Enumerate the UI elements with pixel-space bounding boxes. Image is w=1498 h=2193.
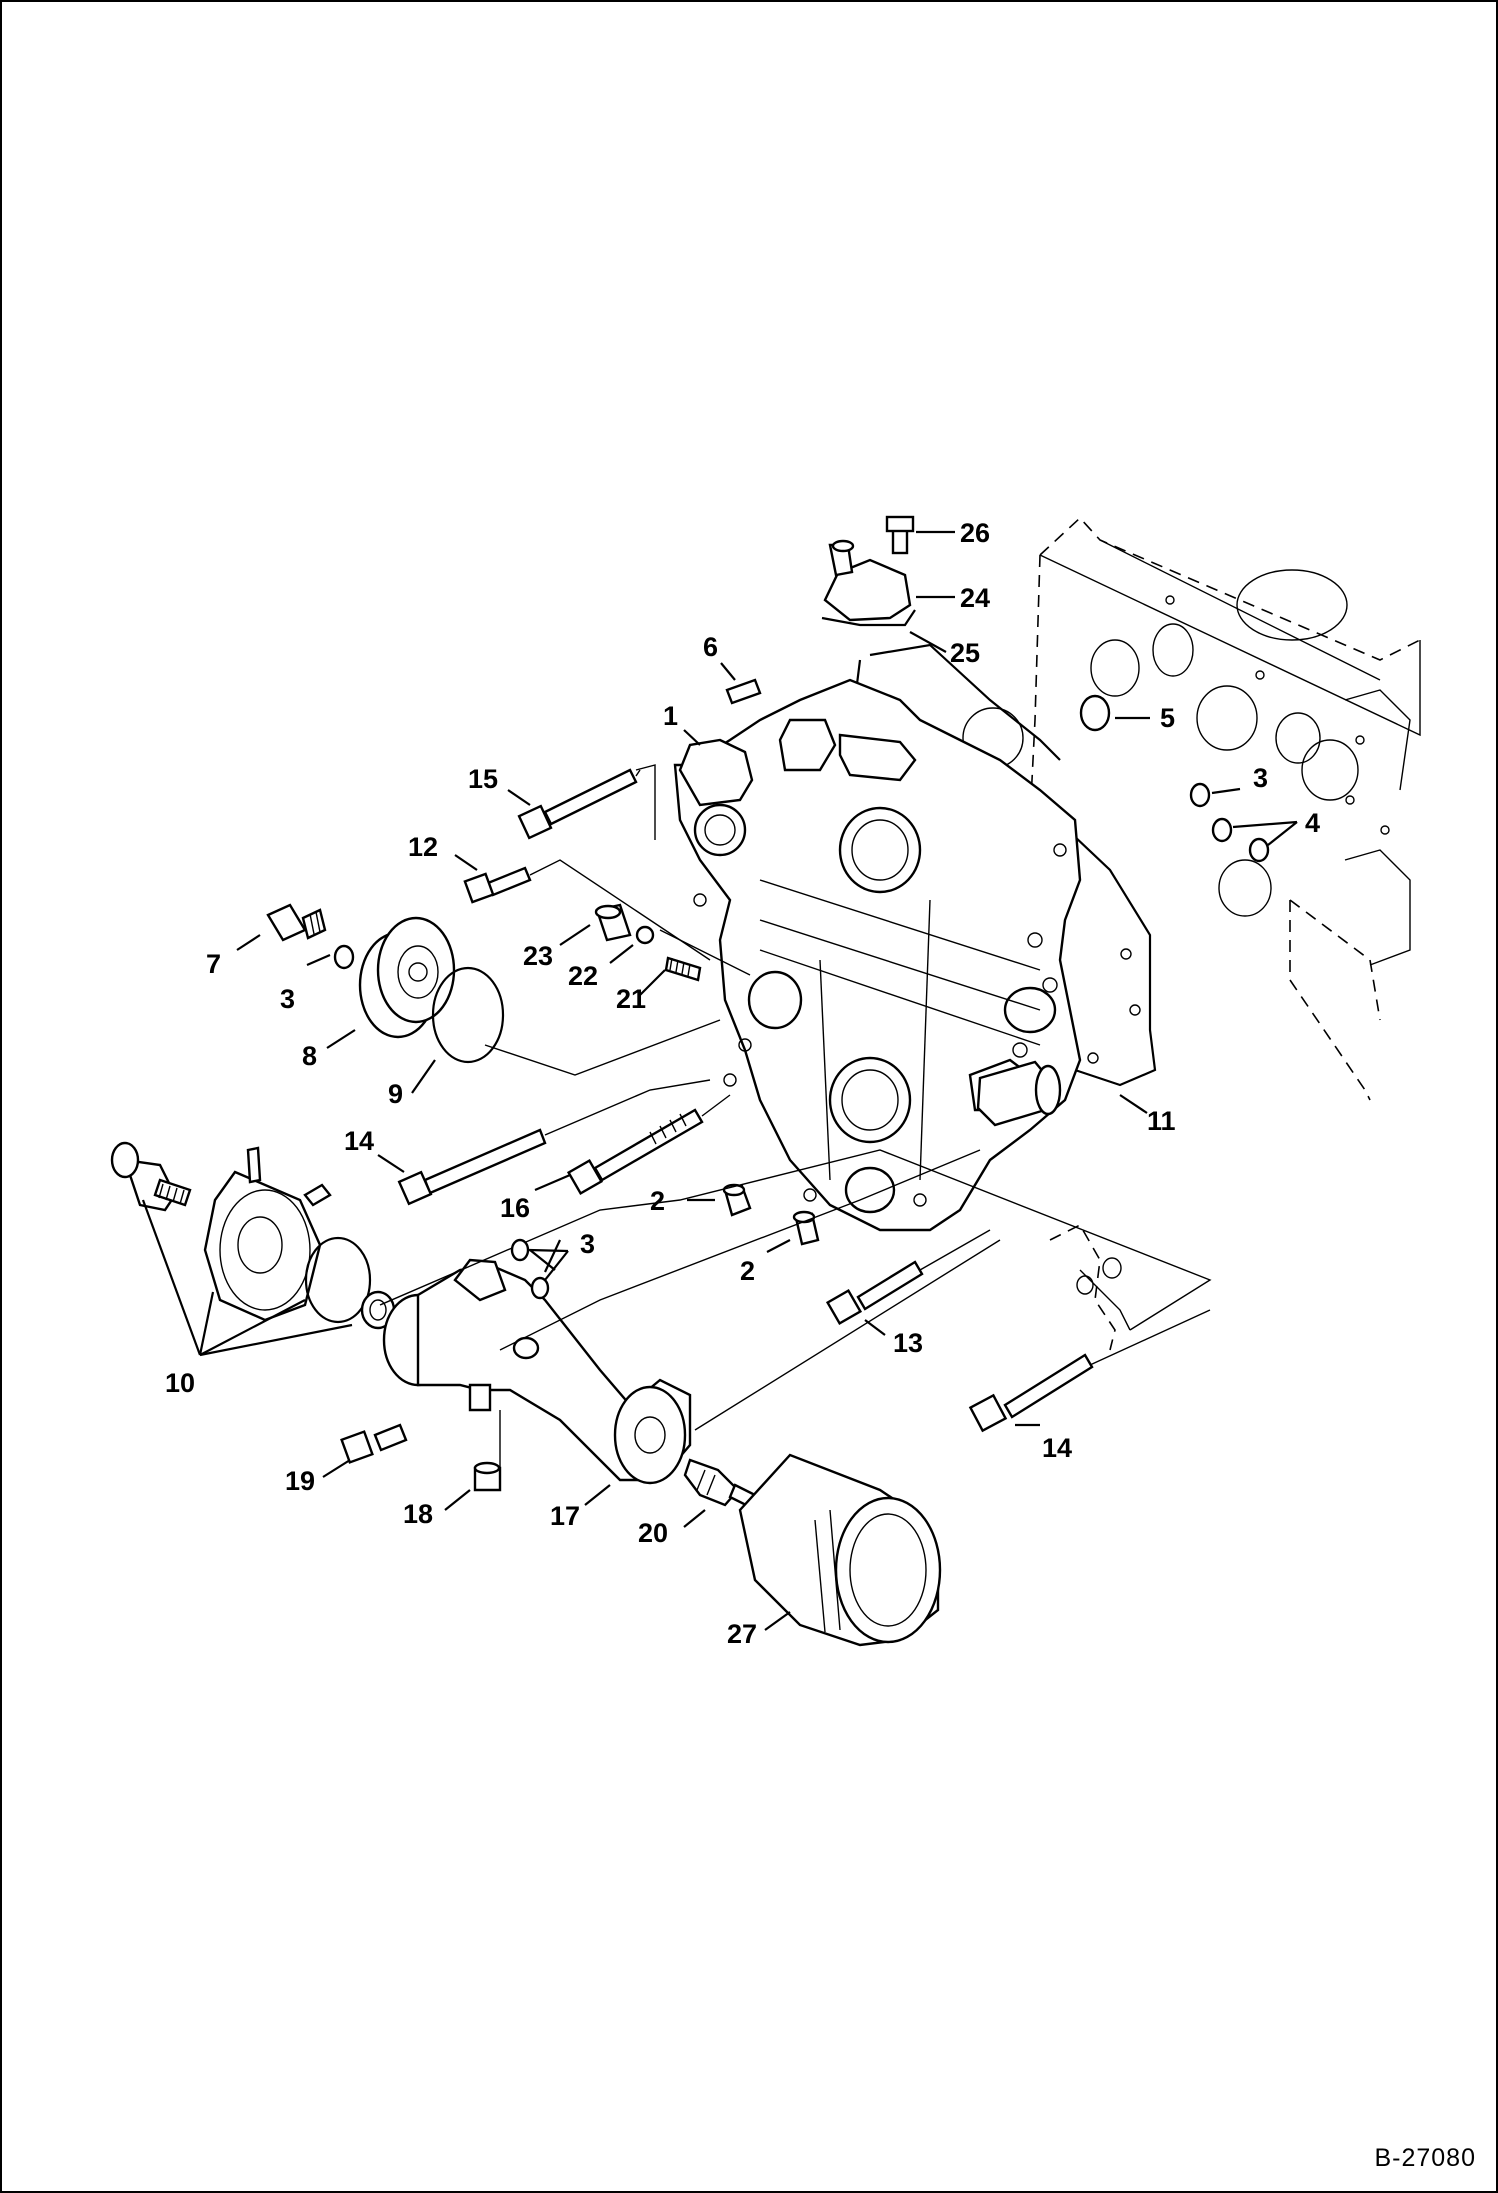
callout-14a: 14 xyxy=(344,1126,374,1156)
parts-21-22-23 xyxy=(594,903,702,982)
gear-case-1 xyxy=(673,678,1082,1232)
callout-11: 11 xyxy=(1147,1106,1176,1136)
part-6-pin xyxy=(725,678,762,705)
callout-7: 7 xyxy=(206,949,221,979)
figure-id: B-27080 xyxy=(1374,2144,1476,2172)
engine-block xyxy=(1029,516,1421,1101)
part-19-bolt xyxy=(340,1423,408,1464)
part-10-oil-cooler xyxy=(110,1141,396,1330)
callout-17: 17 xyxy=(550,1501,580,1531)
part-13-bolt xyxy=(825,1260,924,1326)
callout-12: 12 xyxy=(408,832,438,862)
water-outlet xyxy=(976,1060,1062,1127)
callout-27: 27 xyxy=(727,1619,757,1649)
callout-18: 18 xyxy=(403,1499,433,1529)
part-27-oil-filter xyxy=(738,1453,942,1647)
callout-14b: 14 xyxy=(1042,1433,1072,1463)
part-3-oring-left xyxy=(333,944,355,970)
callout-2a: 2 xyxy=(650,1186,665,1216)
callout-23: 23 xyxy=(523,941,553,971)
callout-21: 21 xyxy=(616,984,646,1014)
callout-16: 16 xyxy=(500,1193,530,1223)
o-rings-right xyxy=(1079,694,1270,863)
part-20-switch xyxy=(683,1458,757,1509)
o-rings-mid xyxy=(510,1238,550,1300)
callout-13: 13 xyxy=(893,1328,923,1358)
callout-4: 4 xyxy=(1305,808,1320,838)
part-17-filter-base xyxy=(382,1258,692,1485)
part-2-dowel-b xyxy=(792,1210,820,1246)
part-15-bolt xyxy=(517,768,641,840)
callout-15: 15 xyxy=(468,764,498,794)
callout-6: 6 xyxy=(703,632,718,662)
callout-2b: 2 xyxy=(740,1256,755,1286)
callouts: 1 6 26 24 25 5 3 4 11 15 12 23 22 21 7 3… xyxy=(165,518,1320,1649)
part-18-plug xyxy=(473,1461,502,1492)
part-2-dowel-a xyxy=(722,1183,752,1217)
part-14-bolt-right xyxy=(968,1353,1094,1433)
part-16-bolt xyxy=(566,1108,704,1196)
callout-20: 20 xyxy=(638,1518,668,1548)
part-12-bolt xyxy=(463,866,532,904)
callout-19: 19 xyxy=(285,1466,315,1496)
leader-lines xyxy=(141,530,1298,1631)
part-9-oring xyxy=(431,966,505,1064)
callout-8: 8 xyxy=(302,1041,317,1071)
callout-3c: 3 xyxy=(580,1229,595,1259)
assembly-lines xyxy=(379,764,1212,1470)
part-24-cover xyxy=(821,539,916,627)
callout-10: 10 xyxy=(165,1368,195,1398)
callout-24: 24 xyxy=(960,583,990,613)
part-26-bolt xyxy=(885,515,915,555)
callout-5: 5 xyxy=(1160,703,1175,733)
callout-26: 26 xyxy=(960,518,990,548)
callout-9: 9 xyxy=(388,1079,403,1109)
callout-3a: 3 xyxy=(1253,763,1268,793)
part-7-plug xyxy=(266,903,327,942)
callout-22: 22 xyxy=(568,961,598,991)
callout-3b: 3 xyxy=(280,984,295,1014)
callout-25: 25 xyxy=(950,638,980,668)
part-14-bolt-left xyxy=(397,1128,547,1206)
part-8-cover xyxy=(358,916,456,1039)
callout-1: 1 xyxy=(663,701,678,731)
